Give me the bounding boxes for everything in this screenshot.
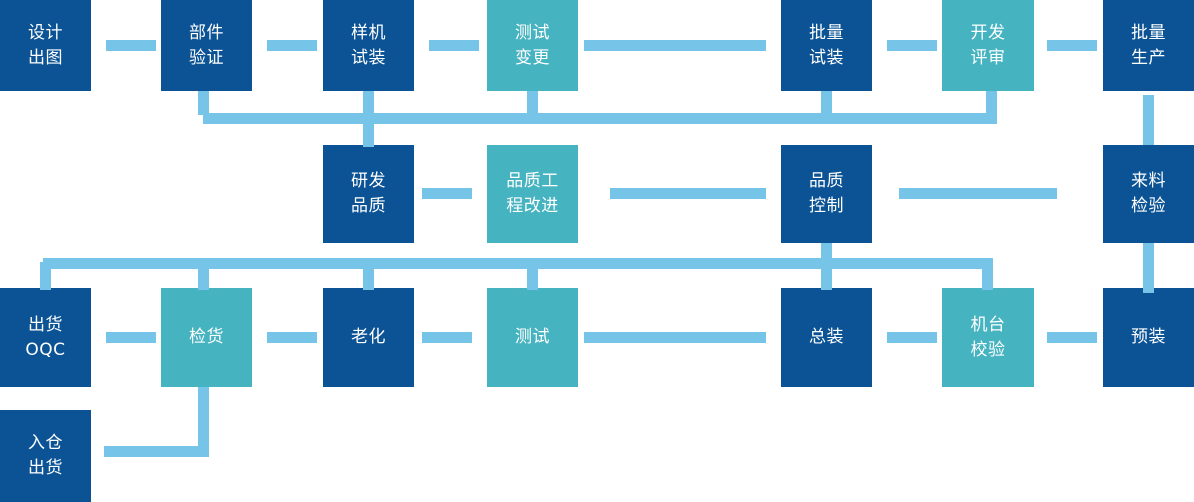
connector-stub-down bbox=[198, 91, 209, 115]
process-node-label: 开发 评审 bbox=[970, 22, 1006, 68]
connector-horizontal-link bbox=[267, 40, 317, 51]
connector-bus bbox=[43, 258, 993, 269]
process-node-n-choqc[interactable]: 出货 OQC bbox=[0, 288, 91, 387]
process-node-label: 测试 bbox=[515, 327, 550, 348]
process-node-n-zz[interactable]: 总装 bbox=[781, 288, 872, 387]
process-node-label: 设计 出图 bbox=[28, 22, 63, 68]
process-node-label: 入仓 出货 bbox=[28, 433, 63, 478]
connector-stub-down bbox=[363, 91, 374, 147]
process-node-n-csbg[interactable]: 测试 变更 bbox=[487, 0, 578, 91]
process-node-label: 机台 校验 bbox=[970, 314, 1006, 360]
process-node-label: 部件 验证 bbox=[189, 22, 224, 68]
process-node-n-rcch[interactable]: 入仓 出货 bbox=[0, 410, 91, 502]
process-node-n-yz[interactable]: 预装 bbox=[1103, 288, 1194, 387]
process-node-label: 研发 品质 bbox=[351, 171, 386, 216]
process-node-n-yjsz[interactable]: 样机 试装 bbox=[323, 0, 414, 91]
connector-horizontal-link bbox=[610, 188, 766, 199]
connector-horizontal-elbow bbox=[104, 446, 209, 457]
process-node-n-jh[interactable]: 检货 bbox=[161, 288, 252, 387]
process-node-label: 来料 检验 bbox=[1131, 171, 1166, 216]
connector-stub-down bbox=[821, 262, 832, 290]
connector-stub-down bbox=[982, 262, 993, 290]
process-node-n-pzkz[interactable]: 品质 控制 bbox=[781, 145, 872, 243]
process-node-label: 预装 bbox=[1131, 327, 1166, 348]
process-node-n-kfps[interactable]: 开发 评审 bbox=[942, 0, 1034, 91]
process-node-label: 品质 控制 bbox=[809, 171, 844, 216]
connector-horizontal-link bbox=[422, 188, 472, 199]
connector-horizontal-link bbox=[429, 40, 479, 51]
process-node-n-llijy[interactable]: 来料 检验 bbox=[1103, 145, 1194, 243]
connector-stub-down bbox=[198, 262, 209, 290]
process-node-n-cs[interactable]: 测试 bbox=[487, 288, 578, 387]
connector-horizontal-link bbox=[584, 40, 766, 51]
connector-vertical-link bbox=[1143, 243, 1154, 293]
connector-stub-down bbox=[821, 91, 832, 115]
connector-stub-down bbox=[363, 262, 374, 290]
connector-horizontal-link bbox=[1047, 40, 1097, 51]
process-node-n-sjct[interactable]: 设计 出图 bbox=[0, 0, 91, 91]
process-node-n-llsc[interactable]: 批量 生产 bbox=[1103, 0, 1194, 91]
process-node-n-bjyz[interactable]: 部件 验证 bbox=[161, 0, 252, 91]
process-node-label: 品质工 程改进 bbox=[506, 171, 559, 216]
process-node-label: 样机 试装 bbox=[351, 22, 386, 68]
connector-stub-down bbox=[198, 387, 209, 457]
process-node-n-lh[interactable]: 老化 bbox=[323, 288, 414, 387]
connector-horizontal-link bbox=[899, 188, 1057, 199]
process-node-n-yfpz[interactable]: 研发 品质 bbox=[323, 145, 414, 243]
connector-stub-down bbox=[40, 262, 51, 290]
connector-horizontal-link bbox=[106, 332, 156, 343]
process-node-label: 总装 bbox=[809, 327, 844, 348]
process-node-label: 老化 bbox=[351, 327, 386, 348]
process-node-label: 测试 变更 bbox=[515, 22, 550, 68]
connector-horizontal-link bbox=[887, 332, 937, 343]
connector-vertical-link bbox=[1143, 95, 1154, 145]
process-node-label: 批量 生产 bbox=[1131, 22, 1166, 68]
connector-bus bbox=[203, 113, 997, 124]
process-node-label: 出货 OQC bbox=[25, 314, 66, 360]
connector-horizontal-link bbox=[267, 332, 317, 343]
connector-stub-down bbox=[527, 91, 538, 115]
process-node-n-jtjy[interactable]: 机台 校验 bbox=[942, 288, 1034, 387]
connector-horizontal-link bbox=[1047, 332, 1097, 343]
connector-stub-up bbox=[821, 243, 832, 263]
connector-stub-down bbox=[527, 262, 538, 290]
connector-horizontal-link bbox=[887, 40, 937, 51]
process-node-label: 批量 试装 bbox=[809, 22, 844, 68]
process-node-label: 检货 bbox=[189, 327, 224, 348]
connector-horizontal-link bbox=[422, 332, 472, 343]
connector-stub-down bbox=[986, 91, 997, 115]
process-node-n-pzgcgj[interactable]: 品质工 程改进 bbox=[487, 145, 578, 243]
connector-horizontal-link bbox=[106, 40, 156, 51]
process-node-n-llsz[interactable]: 批量 试装 bbox=[781, 0, 872, 91]
connector-horizontal-link bbox=[584, 332, 766, 343]
